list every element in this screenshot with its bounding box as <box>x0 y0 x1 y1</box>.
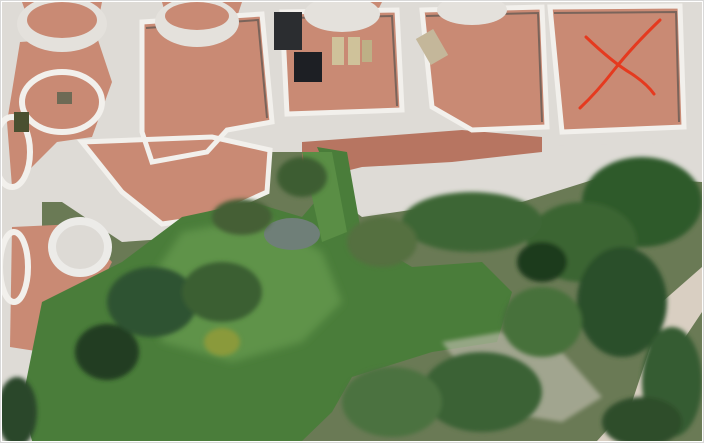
shrubs <box>2 157 702 441</box>
rooftop-features <box>14 12 449 132</box>
cross-annotation <box>578 18 662 110</box>
round-towers <box>2 2 507 305</box>
cross-stroke-b <box>578 18 662 110</box>
cross-stroke-a <box>584 35 656 96</box>
pond <box>264 218 320 250</box>
